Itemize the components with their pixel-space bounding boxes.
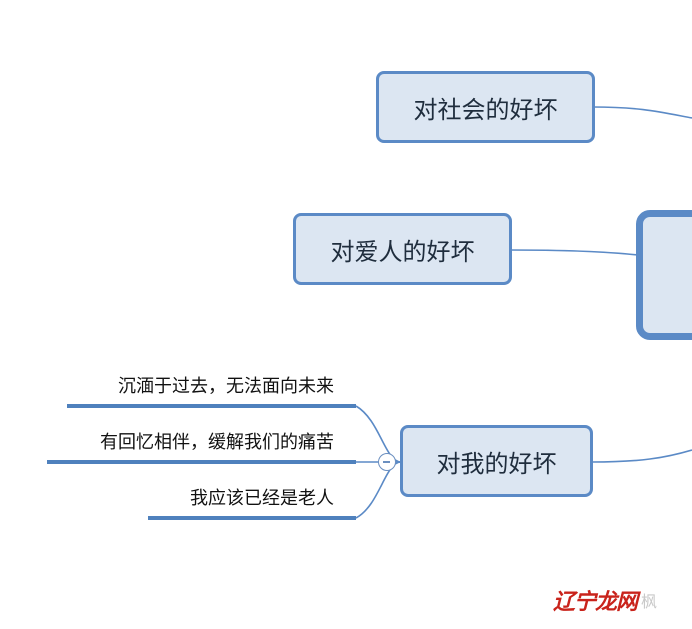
subtopic-2-label: 有回忆相伴，缓解我们的痛苦 — [100, 432, 334, 453]
topic-self-label: 对我的好坏 — [436, 449, 557, 478]
subtopic-2[interactable]: 有回忆相伴，缓解我们的痛苦 — [60, 428, 334, 454]
topic-society-label: 对社会的好坏 — [413, 95, 558, 124]
watermark-logo: 辽宁龙网 — [553, 589, 638, 615]
connector-leaf-1 — [355, 405, 402, 463]
topic-self[interactable]: 对我的好坏 — [400, 425, 593, 497]
connector-self — [591, 449, 692, 463]
central-topic[interactable] — [636, 210, 692, 340]
subtopic-3-label: 我应该已经是老人 — [190, 488, 334, 509]
subtopic-3[interactable]: 我应该已经是老人 — [160, 484, 334, 510]
topic-lover-label: 对爱人的好坏 — [330, 237, 475, 266]
connector-society — [592, 106, 692, 119]
collapse-toggle-self[interactable] — [378, 453, 396, 471]
topic-society[interactable]: 对社会的好坏 — [376, 71, 595, 143]
watermark-tail: 枫 — [641, 592, 658, 611]
watermark: 辽宁龙网 枫 — [553, 584, 657, 616]
subtopic-1[interactable]: 沉湎于过去，无法面向未来 — [80, 372, 334, 398]
connector-lover — [509, 249, 639, 256]
connector-leaf-3 — [355, 461, 402, 519]
subtopic-1-label: 沉湎于过去，无法面向未来 — [118, 376, 334, 397]
topic-lover[interactable]: 对爱人的好坏 — [293, 213, 512, 285]
